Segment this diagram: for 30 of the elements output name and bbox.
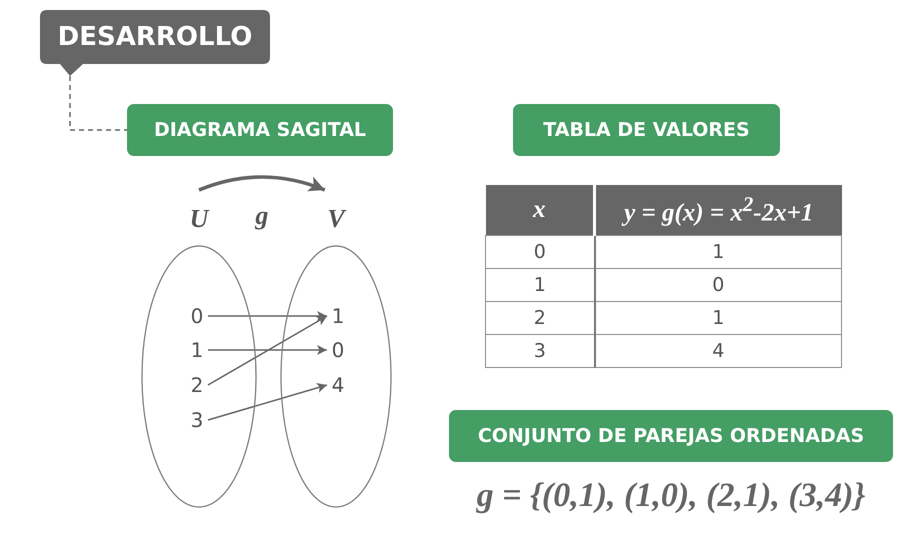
set-element: 2 [186,372,208,398]
arrow [208,345,327,355]
table-cell: 4 [594,334,842,367]
set-element: 0 [327,337,349,363]
table-cell: 3 [486,334,594,367]
section-header: TABLA DE VALORES [513,104,780,156]
arrow [208,383,328,421]
table-cell: 0 [594,268,842,301]
table-cell: 1 [486,268,594,301]
section-header: CONJUNTO DE PAREJAS ORDENADAS [449,410,893,462]
callout-box: DESARROLLO [40,10,270,76]
table-cell: 2 [486,301,594,334]
table-cell: 1 [594,301,842,334]
set-element: 3 [186,407,208,433]
formula-text: g = {(0,1), (1,0), (2,1), (3,4)} [475,476,866,516]
section-header: DIAGRAMA SAGITAL [127,104,393,156]
set-element: 4 [327,372,349,398]
set-element: 1 [327,303,349,329]
arrow [208,315,328,386]
table-cell: 0 [486,235,594,268]
set-label: U [188,204,210,234]
set-element: 0 [186,303,208,329]
set-element: 1 [186,337,208,363]
curved-arrow [198,175,326,192]
table-header-cell: y = g(x) = x$^{2}$-2x+1 [594,185,842,235]
dashed-connector [69,76,127,131]
table-cell: 1 [594,235,842,268]
table-header-cell: x [486,185,594,235]
arrow [208,311,327,321]
set-label: V [326,204,348,234]
